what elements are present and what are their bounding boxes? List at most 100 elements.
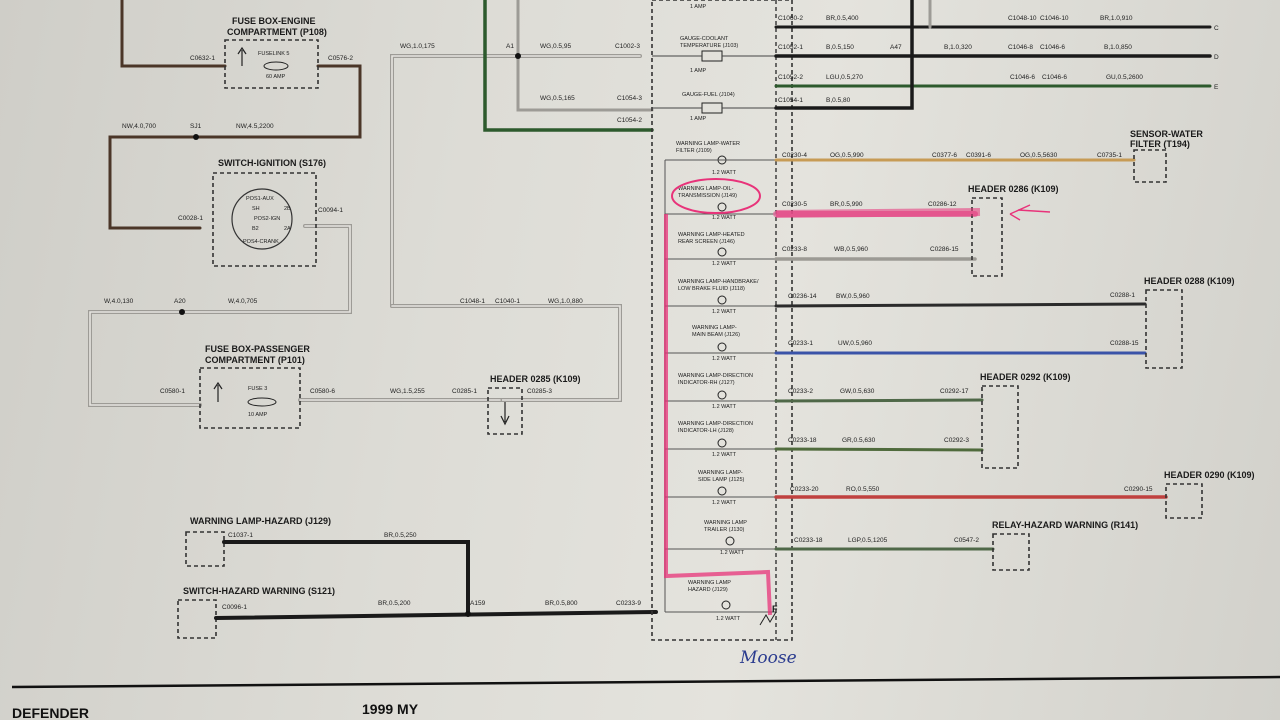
header-0290-box xyxy=(1165,483,1203,519)
ign-pos2: POS2-IGN xyxy=(254,216,280,222)
lamp-6-label2: INDICATOR-LH (J128) xyxy=(678,428,734,434)
lamp-1: WARNING LAMP-OIL- TRANSMISSION (J149) 1.… xyxy=(678,186,737,221)
lamp-wire-labels: C0230-4 OG,0.5,990 C0377-6 C0391-6 OG,0.… xyxy=(782,152,1153,544)
footer-model: DEFENDER xyxy=(12,705,89,720)
lamp-0-label2: FILTER (J109) xyxy=(676,148,712,154)
ign-pos1: POS1-AUX xyxy=(246,196,274,202)
lw0-c4: C0735-1 xyxy=(1097,152,1122,159)
lw1-c2: C0286-12 xyxy=(928,201,957,208)
lamp-7-label1: WARNING LAMP- xyxy=(698,470,743,476)
ign-left-conn: C0028-1 xyxy=(178,215,203,222)
ground-mark-icon xyxy=(759,611,777,626)
tw1-w2: B,1.0,850 xyxy=(1104,44,1132,51)
sensor-water-filter-box xyxy=(1133,149,1167,183)
wire-wg-down-inner xyxy=(391,305,621,401)
lamp-5-bulb-icon xyxy=(717,390,727,400)
gauge-coolant-symbol xyxy=(701,50,723,62)
lamp-9-label2: HAZARD (J129) xyxy=(688,587,728,593)
fuse-box-engine-subtitle: COMPARTMENT (P108) xyxy=(227,27,327,37)
label-c3: C1054-2 xyxy=(617,117,642,124)
fuse-passenger-rating: 10 AMP xyxy=(248,412,268,418)
splice-a159 xyxy=(465,611,471,617)
lw3-c1: C0236-14 xyxy=(788,293,817,300)
ign-pin-2a: 2A xyxy=(284,226,291,232)
gauge-fuel-symbol xyxy=(701,102,723,114)
header-0285-title: HEADER 0285 (K109) xyxy=(490,374,581,384)
fuse-passenger-left-conn: C0580-1 xyxy=(160,388,185,395)
tw3-w: B,0.5,80 xyxy=(826,97,851,104)
switch-hazard-conn: C0096-1 xyxy=(222,604,247,611)
lamp-2: WARNING LAMP-HEATED REAR SCREEN (J146) 1… xyxy=(678,232,745,267)
tw1-a: A47 xyxy=(890,44,902,51)
top-wire-b xyxy=(774,0,914,110)
label-a20: A20 xyxy=(174,298,186,305)
label-c6: C0233-9 xyxy=(616,600,641,607)
instrument-pack-box xyxy=(651,0,793,641)
label-nw2: NW,4.5,2200 xyxy=(236,123,274,130)
lamp-2-label2: REAR SCREEN (J146) xyxy=(678,239,735,245)
lw5-w: GW,0.5,630 xyxy=(840,388,875,395)
label-a1: A1 xyxy=(506,43,514,50)
label-c4: C1048-1 xyxy=(460,298,485,305)
lamp-7: WARNING LAMP- SIDE LAMP (J125) 1.2 WATT xyxy=(698,470,745,506)
lamp-3: WARNING LAMP-HANDBRAKE/ LOW BRAKE FLUID … xyxy=(678,279,759,315)
fuse-box-engine-box xyxy=(224,39,319,89)
lamp-8-watt: 1.2 WATT xyxy=(720,550,745,556)
gauge-1-label1: GAUGE-COOLANT xyxy=(680,36,729,42)
lw8-w: LGP,0.5,1205 xyxy=(848,537,888,544)
fuse-engine-label: FUSELINK 5 xyxy=(258,51,289,57)
tw0-c3: C1046-10 xyxy=(1040,15,1069,22)
label-a159: A159 xyxy=(470,600,486,607)
highlight-path xyxy=(664,214,772,616)
lamp-8-label1: WARNING LAMP xyxy=(704,520,747,526)
lamp-0-watt: 1.2 WATT xyxy=(712,170,737,176)
pin-f-label: F xyxy=(772,604,778,614)
lamp-4-label1: WARNING LAMP- xyxy=(692,325,737,331)
ign-right-conn: C0094-1 xyxy=(318,207,343,214)
warning-lamp-hazard-title: WARNING LAMP-HAZARD (J129) xyxy=(190,516,331,526)
wire-br-200 xyxy=(214,610,658,620)
lamp-4-label2: MAIN BEAM (J126) xyxy=(692,332,740,338)
tw1-w1: B,1.0,320 xyxy=(944,44,972,51)
lw7-c1: C0233-20 xyxy=(790,486,819,493)
header-0292-title: HEADER 0292 (K109) xyxy=(980,372,1071,382)
lw0-w: OG,0.5,990 xyxy=(830,152,864,159)
warning-lamp-hazard-box xyxy=(185,531,225,567)
lw4-c1: C0233-1 xyxy=(788,340,813,347)
lamp-6-bulb-icon xyxy=(717,438,727,448)
gauge-1-label2: TEMPERATURE (J103) xyxy=(680,43,738,49)
lw4-w: UW,0.5,960 xyxy=(838,340,872,347)
lw6-w: GR,0.5,630 xyxy=(842,437,876,444)
lamp-4-bulb-icon xyxy=(717,342,727,352)
gauge-1-rating: 1 AMP xyxy=(690,68,707,74)
header-0292-box xyxy=(981,385,1019,469)
lamp-8-bulb-icon xyxy=(725,536,735,546)
wire-fuse-feed xyxy=(120,0,227,68)
lw2-c1: C0233-8 xyxy=(782,246,807,253)
label-w5: W,4.0,705 xyxy=(228,298,258,305)
lw3-c2: C0288-1 xyxy=(1110,292,1135,299)
ignition-dial xyxy=(231,188,293,250)
gauges-group: 1 AMP GAUGE-COOLANT TEMPERATURE (J103) 1… xyxy=(652,4,776,122)
label-w3: WG,0.5,165 xyxy=(540,95,575,102)
header-0286-title: HEADER 0286 (K109) xyxy=(968,184,1059,194)
lamp-7-bulb-icon xyxy=(717,486,727,496)
gauge-0-rating: 1 AMP xyxy=(690,4,707,10)
fuse-engine-right-conn: C0576-2 xyxy=(328,55,353,62)
tw2-w2: GU,0.5,2600 xyxy=(1106,74,1143,81)
lw8-c2: C0547-2 xyxy=(954,537,979,544)
lamp-bus-lines xyxy=(664,159,776,613)
tw0-w: BR,0.5,400 xyxy=(826,15,859,22)
lw5-c1: C0233-2 xyxy=(788,388,813,395)
tw1-c: C1052-1 xyxy=(778,44,803,51)
lw8-c1: C0233-18 xyxy=(794,537,823,544)
header-0288-box xyxy=(1145,289,1183,369)
fuse-engine-rating: 60 AMP xyxy=(266,74,286,80)
lw5-c2: C0292-17 xyxy=(940,388,969,395)
top-wire-labels: C1060-2 BR,0.5,400 C1048-10 C1046-10 BR,… xyxy=(778,15,1219,104)
lamp-1-watt: 1.2 WATT xyxy=(712,215,737,221)
header-0285-box xyxy=(487,387,523,435)
tw1-c2: C1046-8 xyxy=(1008,44,1033,51)
